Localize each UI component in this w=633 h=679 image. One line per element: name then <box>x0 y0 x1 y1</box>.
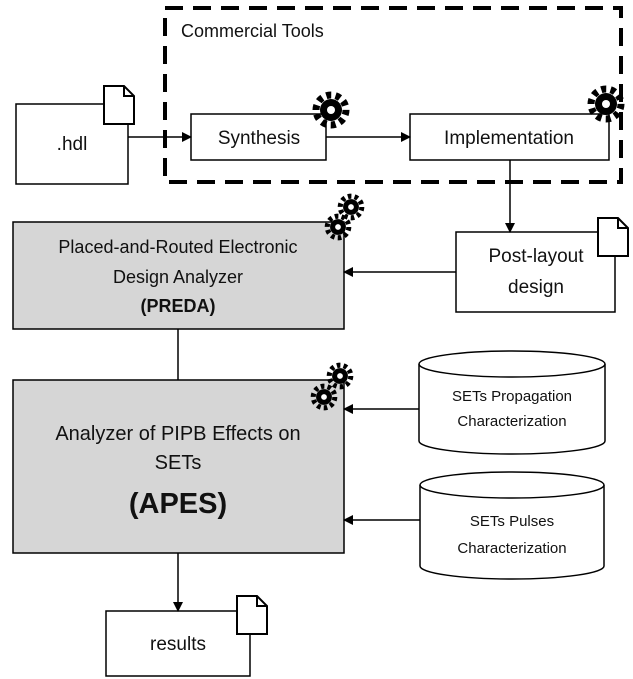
preda-label-line2: Design Analyzer <box>113 267 243 287</box>
implementation-label: Implementation <box>444 128 574 149</box>
sets-propagation-label-line1: SETs Propagation <box>452 388 572 405</box>
results-label: results <box>150 634 206 655</box>
apes-label-line1: Analyzer of PIPB Effects on <box>55 423 300 445</box>
synthesis-label: Synthesis <box>218 128 300 149</box>
apes-acronym: (APES) <box>129 488 227 520</box>
sets-pulses-label-line2: Characterization <box>457 540 566 557</box>
post-layout-node <box>455 231 616 313</box>
sets-propagation-label-line2: Characterization <box>457 413 566 430</box>
synthesis-node <box>190 113 327 161</box>
apes-node <box>12 379 345 554</box>
document-icon <box>236 595 268 635</box>
document-icon <box>597 217 629 257</box>
preda-label-line1: Placed-and-Routed Electronic <box>58 237 297 257</box>
post-layout-label-line2: design <box>508 277 564 298</box>
apes-label-line2: SETs <box>155 452 202 474</box>
post-layout-label-line1: Post-layout <box>488 246 584 267</box>
sets-pulses-label-line1: SETs Pulses <box>470 513 554 530</box>
hdl-label: .hdl <box>57 134 88 155</box>
commercial-tools-label: Commercial Tools <box>181 21 324 41</box>
document-icon <box>103 85 135 125</box>
preda-acronym: (PREDA) <box>141 296 216 316</box>
sets-pulses-database <box>419 471 605 580</box>
sets-propagation-database <box>418 350 606 455</box>
gear-icon <box>340 196 362 218</box>
